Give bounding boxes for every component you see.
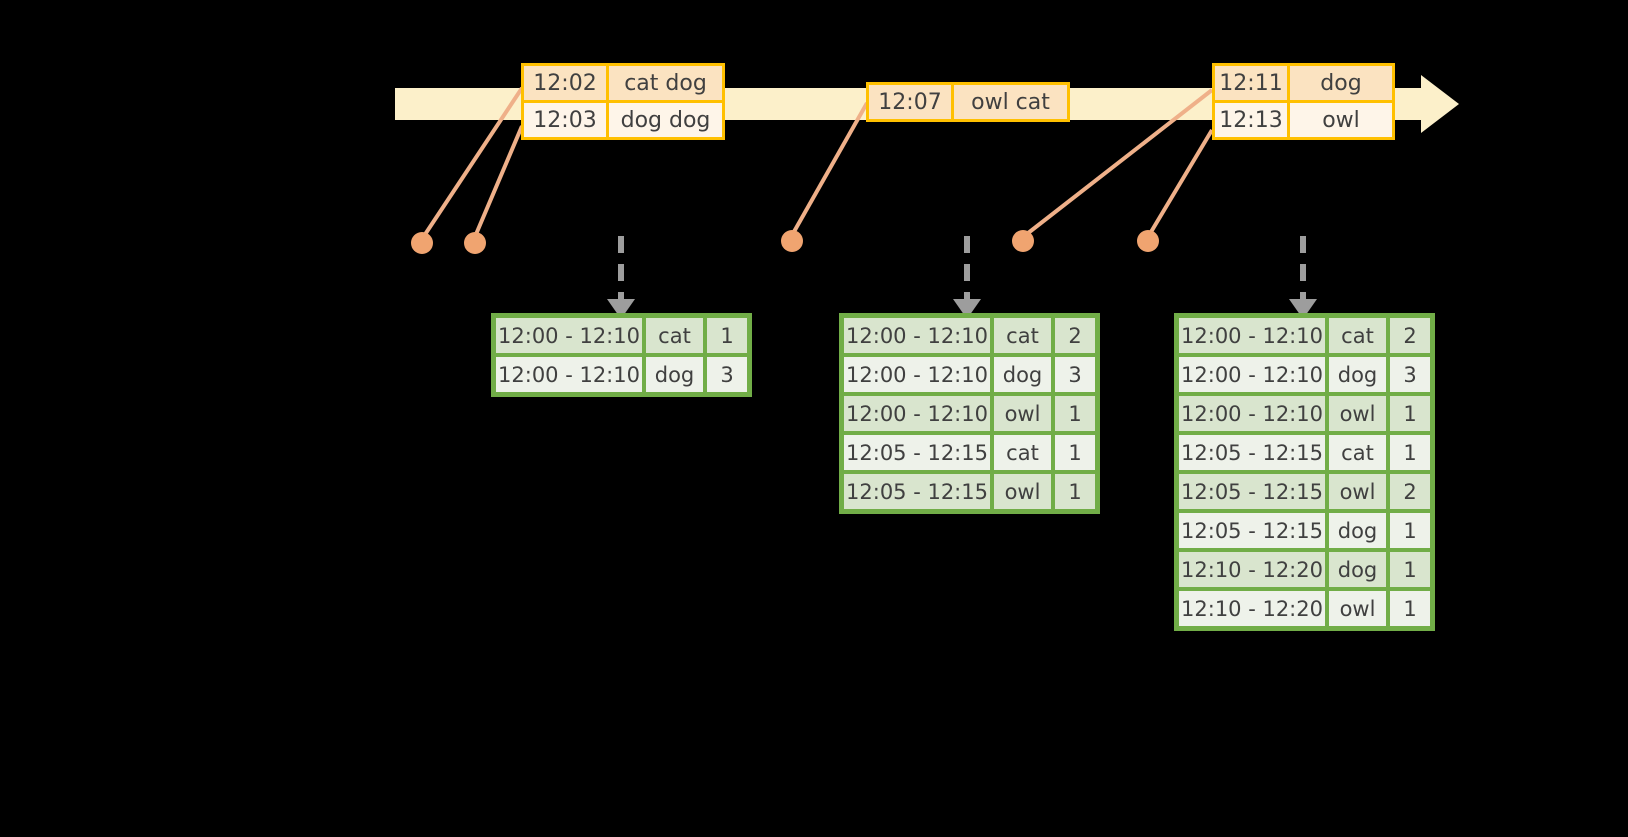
table-cell: 12:02	[524, 66, 606, 100]
table-cell: 1	[1055, 474, 1095, 509]
table-cell: 3	[1055, 357, 1095, 392]
table-cell: 12:13	[1215, 103, 1287, 137]
table-cell: 3	[1390, 357, 1430, 392]
table-cell: 12:00 - 12:10	[1179, 357, 1325, 392]
table-cell: cat	[1329, 318, 1386, 353]
table-cell: 12:10 - 12:20	[1179, 591, 1325, 626]
table-cell: 12:00 - 12:10	[844, 318, 990, 353]
table-cell: dog	[1329, 513, 1386, 548]
table-cell: owl	[1329, 474, 1386, 509]
table-cell: owl	[1329, 591, 1386, 626]
table-cell: 1	[1390, 552, 1430, 587]
table-cell: cat dog	[609, 66, 722, 100]
table-cell: 12:03	[524, 103, 606, 137]
event-marker-dot	[781, 230, 803, 252]
table-cell: 3	[707, 357, 747, 392]
table-cell: 1	[1390, 513, 1430, 548]
dashed-down-arrow-icon	[953, 236, 981, 319]
table-cell: 1	[1055, 396, 1095, 431]
table-cell: 12:05 - 12:15	[1179, 435, 1325, 470]
table-cell: cat	[1329, 435, 1386, 470]
table-cell: 12:05 - 12:15	[1179, 513, 1325, 548]
connector-line	[472, 125, 524, 240]
event-marker-dot	[464, 232, 486, 254]
table-cell: 2	[1055, 318, 1095, 353]
table-cell: dog dog	[609, 103, 722, 137]
table-cell: dog	[646, 357, 703, 392]
event-marker-dot	[1137, 230, 1159, 252]
connector-line	[1146, 128, 1214, 239]
table-cell: dog	[1290, 66, 1392, 100]
table-cell: owl cat	[954, 85, 1067, 119]
connector-line	[1021, 88, 1214, 239]
table-cell: 1	[707, 318, 747, 353]
dashed-down-arrow-icon	[607, 236, 635, 319]
table-cell: 12:00 - 12:10	[496, 357, 642, 392]
table-cell: 12:05 - 12:15	[844, 474, 990, 509]
table-cell: 1	[1390, 396, 1430, 431]
table-cell: 12:00 - 12:10	[1179, 318, 1325, 353]
table-cell: 12:05 - 12:15	[844, 435, 990, 470]
table-cell: cat	[994, 435, 1051, 470]
table-cell: owl	[994, 396, 1051, 431]
table-cell: 2	[1390, 318, 1430, 353]
table-cell: 1	[1390, 591, 1430, 626]
dashed-down-arrow-icon	[1289, 236, 1317, 319]
event-marker-dot	[1012, 230, 1034, 252]
table-cell: owl	[1290, 103, 1392, 137]
table-cell: 12:00 - 12:10	[496, 318, 642, 353]
table-cell: 1	[1055, 435, 1095, 470]
table-cell: dog	[1329, 357, 1386, 392]
table-cell: 12:10 - 12:20	[1179, 552, 1325, 587]
table-cell: 12:00 - 12:10	[844, 357, 990, 392]
table-cell: 2	[1390, 474, 1430, 509]
table-cell: dog	[1329, 552, 1386, 587]
table-cell: 12:05 - 12:15	[1179, 474, 1325, 509]
connector-line	[789, 102, 869, 238]
table-cell: dog	[994, 357, 1051, 392]
table-cell: 1	[1390, 435, 1430, 470]
table-cell: cat	[994, 318, 1051, 353]
event-marker-dot	[411, 232, 433, 254]
table-cell: 12:07	[869, 85, 951, 119]
table-cell: 12:11	[1215, 66, 1287, 100]
connector-line	[420, 86, 524, 241]
timeline-arrowhead-icon	[1421, 75, 1459, 133]
table-cell: 12:00 - 12:10	[844, 396, 990, 431]
table-cell: owl	[994, 474, 1051, 509]
table-cell: owl	[1329, 396, 1386, 431]
table-cell: cat	[646, 318, 703, 353]
table-cell: 12:00 - 12:10	[1179, 396, 1325, 431]
